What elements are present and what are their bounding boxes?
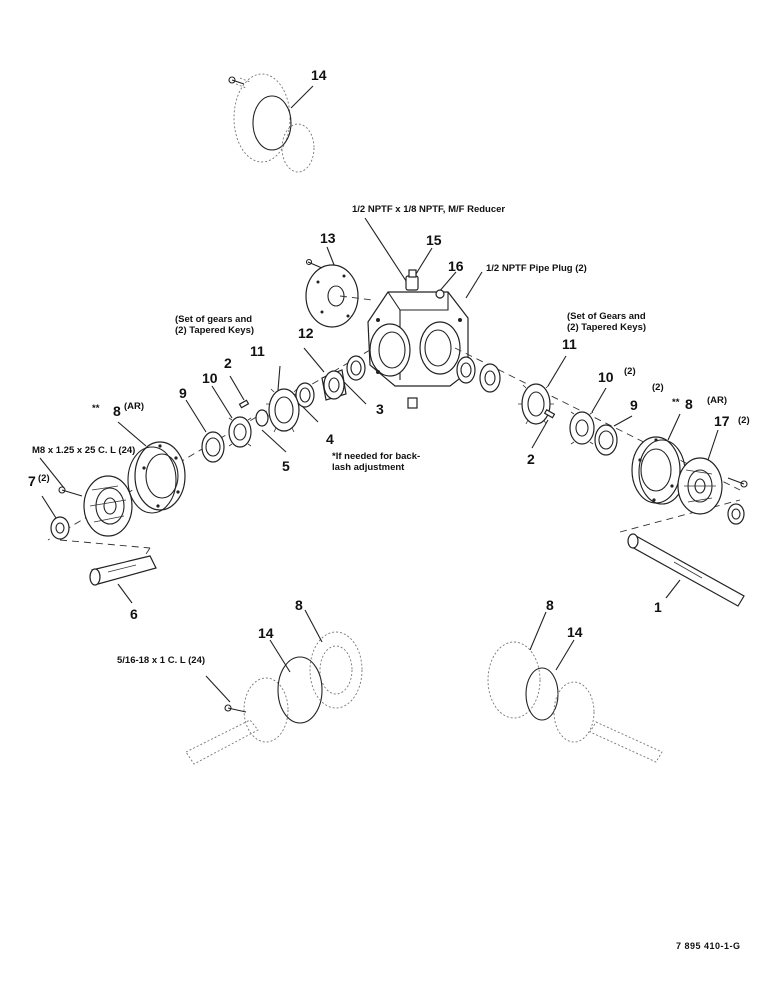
gearbox-housing (367, 269, 469, 409)
callout-4: 4 (326, 431, 334, 447)
callout-8-right: 8 (685, 396, 693, 412)
backlash-note-line2: lash adjustment (332, 462, 405, 474)
callout-10-left: 10 (202, 370, 218, 386)
gear-set-note-right-line2: (2) Tapered Keys) (567, 322, 647, 334)
gear-set-note-left: (Set of gears and (2) Tapered Keys) (175, 314, 254, 337)
callout-17: 17 (714, 413, 730, 429)
callout-10-right: 10 (598, 369, 614, 385)
callout-9-left: 9 (179, 385, 187, 401)
callout-6: 6 (130, 606, 138, 622)
bottom-right-seal-detail (487, 611, 663, 763)
callout-9-right: 9 (630, 397, 638, 413)
callout-9-right-qty: (2) (652, 382, 664, 393)
gear-set-note-left-line1: (Set of gears and (175, 314, 253, 325)
callout-14-bottom-left: 14 (258, 625, 274, 641)
callout-13: 13 (320, 230, 336, 246)
callout-12: 12 (298, 325, 314, 341)
figure-id: 7 895 410-1-G (676, 941, 741, 951)
callout-2-left: 2 (224, 355, 232, 371)
cover-13 (305, 258, 373, 328)
callout-1: 1 (654, 599, 662, 615)
callout-8-right-ar: (AR) (707, 395, 728, 406)
callout-8-left: 8 (113, 403, 121, 419)
top-seal-detail (228, 73, 315, 173)
callout-8-left-stars: ** (92, 403, 100, 414)
right-shaft-assembly (454, 347, 748, 607)
callout-14-top: 14 (311, 67, 327, 83)
backlash-note: *If needed for back- lash adjustment (332, 451, 420, 474)
callout-17-qty: (2) (738, 415, 750, 426)
bottom-left-seal-detail (185, 609, 363, 765)
left-shaft-assembly (39, 347, 371, 604)
callout-15: 15 (426, 232, 442, 248)
backlash-note-line1: *If needed for back- (332, 451, 421, 462)
gear-set-note-right-line1: (Set of Gears and (567, 311, 646, 322)
gear-set-note-left-line2: (2) Tapered Keys) (175, 325, 255, 337)
callout-3: 3 (376, 401, 384, 417)
gear-set-note-right: (Set of Gears and (2) Tapered Keys) (567, 311, 646, 334)
callout-8-bottom-left: 8 (295, 597, 303, 613)
callout-8-right-stars: ** (672, 397, 680, 408)
bolt-516-note: 5/16-18 x 1 C. L (24) (117, 655, 206, 666)
callout-7: 7 (28, 473, 36, 489)
callout-11-right: 11 (562, 336, 577, 352)
pipe-plug-note: 1/2 NPTF Pipe Plug (2) (486, 263, 587, 274)
reducer-note: 1/2 NPTF x 1/8 NPTF, M/F Reducer (352, 204, 506, 215)
callout-8-bottom-right: 8 (546, 597, 554, 613)
callout-11-left: 11 (250, 343, 265, 359)
callout-16: 16 (448, 258, 464, 274)
callout-2-right: 2 (527, 451, 535, 467)
callout-8-left-ar: (AR) (124, 401, 145, 412)
bolt-m8-note: M8 x 1.25 x 25 C. L (24) (32, 445, 136, 456)
callout-14-bottom-right: 14 (567, 624, 583, 640)
callout-10-right-qty: (2) (624, 366, 636, 377)
callout-7-qty: (2) (38, 473, 50, 484)
callout-5: 5 (282, 458, 290, 474)
